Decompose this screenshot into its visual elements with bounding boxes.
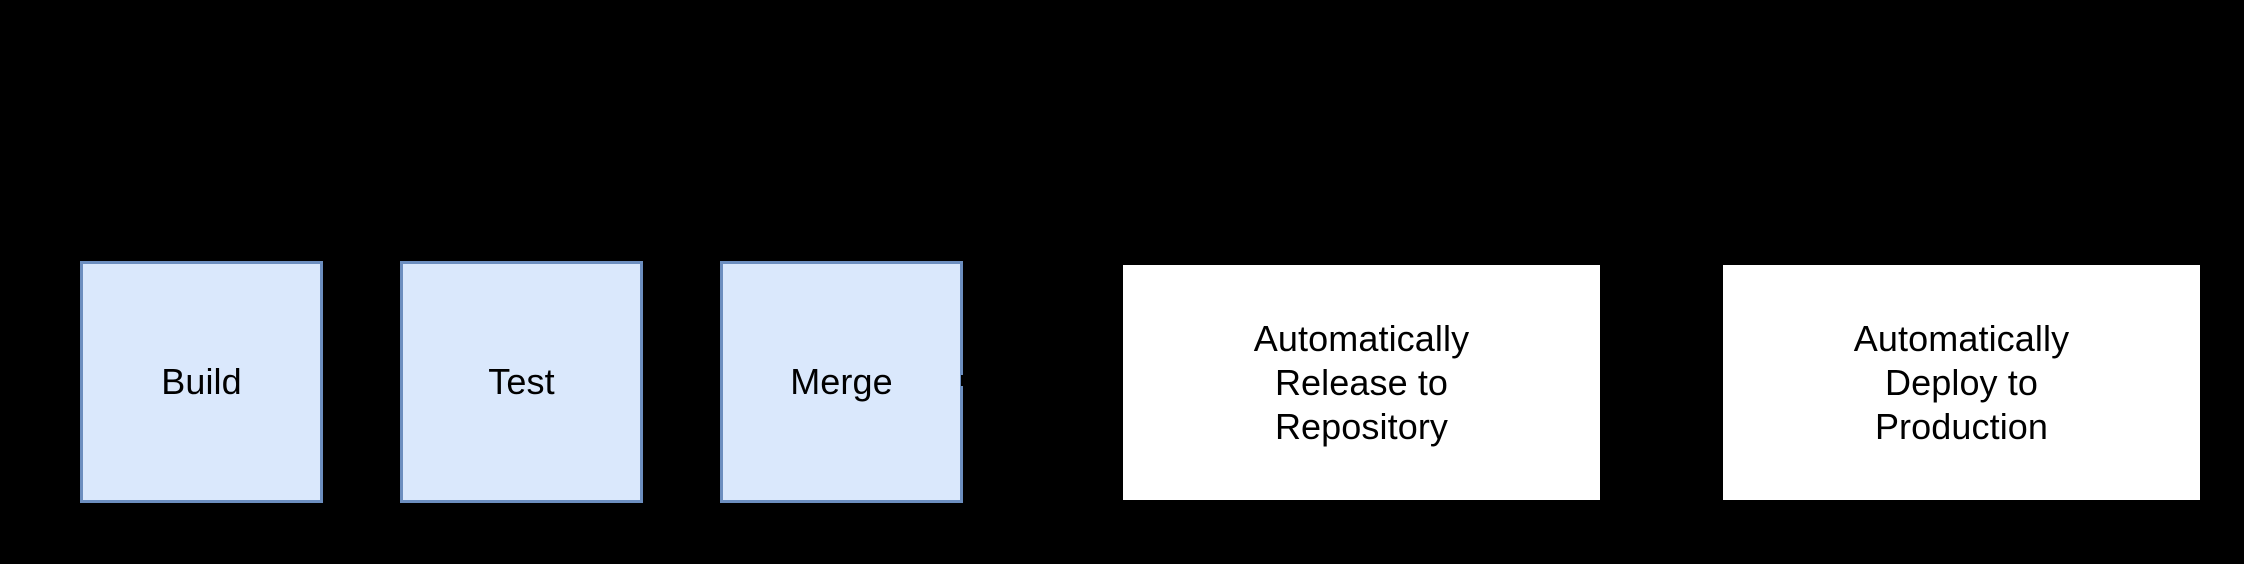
pipeline-node-deploy-label: Automatically Deploy to Production <box>1853 317 2070 447</box>
pipeline-node-build-label: Build <box>161 361 242 402</box>
pipeline-node-merge-label: Merge <box>790 361 893 402</box>
clipped-glyph-fragment <box>961 375 967 386</box>
pipeline-node-deploy[interactable]: Automatically Deploy to Production <box>1723 265 2200 500</box>
pipeline-node-test-label: Test <box>488 361 555 402</box>
pipeline-node-build[interactable]: Build <box>80 261 323 503</box>
pipeline-node-test[interactable]: Test <box>400 261 643 503</box>
pipeline-node-release[interactable]: Automatically Release to Repository <box>1123 265 1600 500</box>
pipeline-node-merge[interactable]: Merge <box>720 261 963 503</box>
pipeline-node-release-label: Automatically Release to Repository <box>1253 317 1470 447</box>
